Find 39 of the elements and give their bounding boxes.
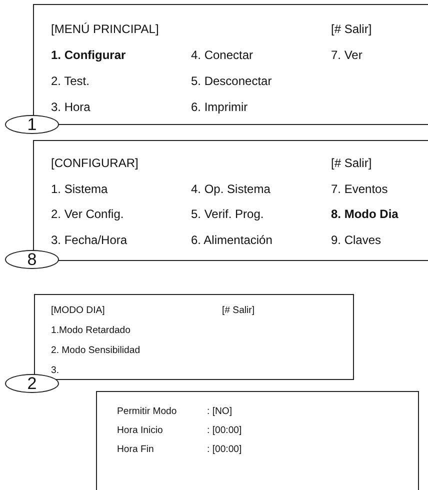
menu-item: 4. Conectar bbox=[191, 49, 254, 61]
screen-heading: [# Salir] bbox=[222, 306, 255, 316]
menu-item: 6. Alimentación bbox=[191, 234, 272, 246]
menu-item: 1.Modo Retardado bbox=[51, 326, 130, 336]
menu-item: 4. Op. Sistema bbox=[191, 182, 270, 194]
menu-item: : [NO] bbox=[207, 407, 232, 417]
menu-item: 8. Modo Dia bbox=[331, 208, 398, 220]
screen-heading: [CONFIGURAR] bbox=[51, 157, 138, 169]
menu-item: : [00:00] bbox=[207, 426, 242, 436]
menu-item: 3. bbox=[51, 366, 60, 376]
menu-item: 2. Ver Config. bbox=[51, 208, 124, 220]
menu-item: Hora Fin bbox=[117, 445, 154, 455]
menu-screen-panel bbox=[96, 391, 419, 490]
step-number: 2 bbox=[27, 375, 37, 392]
menu-item: 3. Hora bbox=[51, 101, 90, 113]
menu-item: : [00:00] bbox=[207, 445, 242, 455]
menu-item: 5. Desconectar bbox=[191, 75, 272, 87]
menu-item: 5. Verif. Prog. bbox=[191, 208, 264, 220]
step-number: 1 bbox=[27, 116, 37, 133]
menu-item: 2. Modo Sensibilidad bbox=[51, 346, 140, 356]
menu-item: Permitir Modo bbox=[117, 407, 177, 417]
menu-item: 6. Imprimir bbox=[191, 101, 248, 113]
step-number: 8 bbox=[27, 251, 37, 268]
menu-item: 7. Ver bbox=[331, 49, 362, 61]
screen-heading: [# Salir] bbox=[331, 23, 372, 35]
step-number-oval bbox=[5, 115, 59, 134]
menu-item: 3. Fecha/Hora bbox=[51, 234, 128, 246]
screen-heading: [# Salir] bbox=[331, 157, 372, 169]
menu-item: 9. Claves bbox=[331, 234, 382, 246]
screen-heading: [MENÚ PRINCIPAL] bbox=[51, 23, 159, 35]
step-number-oval bbox=[5, 374, 59, 393]
menu-screen-panel bbox=[34, 294, 354, 380]
menu-item: Hora Inicio bbox=[117, 426, 163, 436]
menu-item: 1. Configurar bbox=[51, 49, 126, 61]
step-number-oval bbox=[5, 250, 59, 269]
menu-item: 7. Eventos bbox=[331, 182, 388, 194]
menu-item: 2. Test. bbox=[51, 75, 90, 87]
menu-item: 1. Sistema bbox=[51, 182, 108, 194]
screen-heading: [MODO DIA] bbox=[51, 306, 105, 316]
